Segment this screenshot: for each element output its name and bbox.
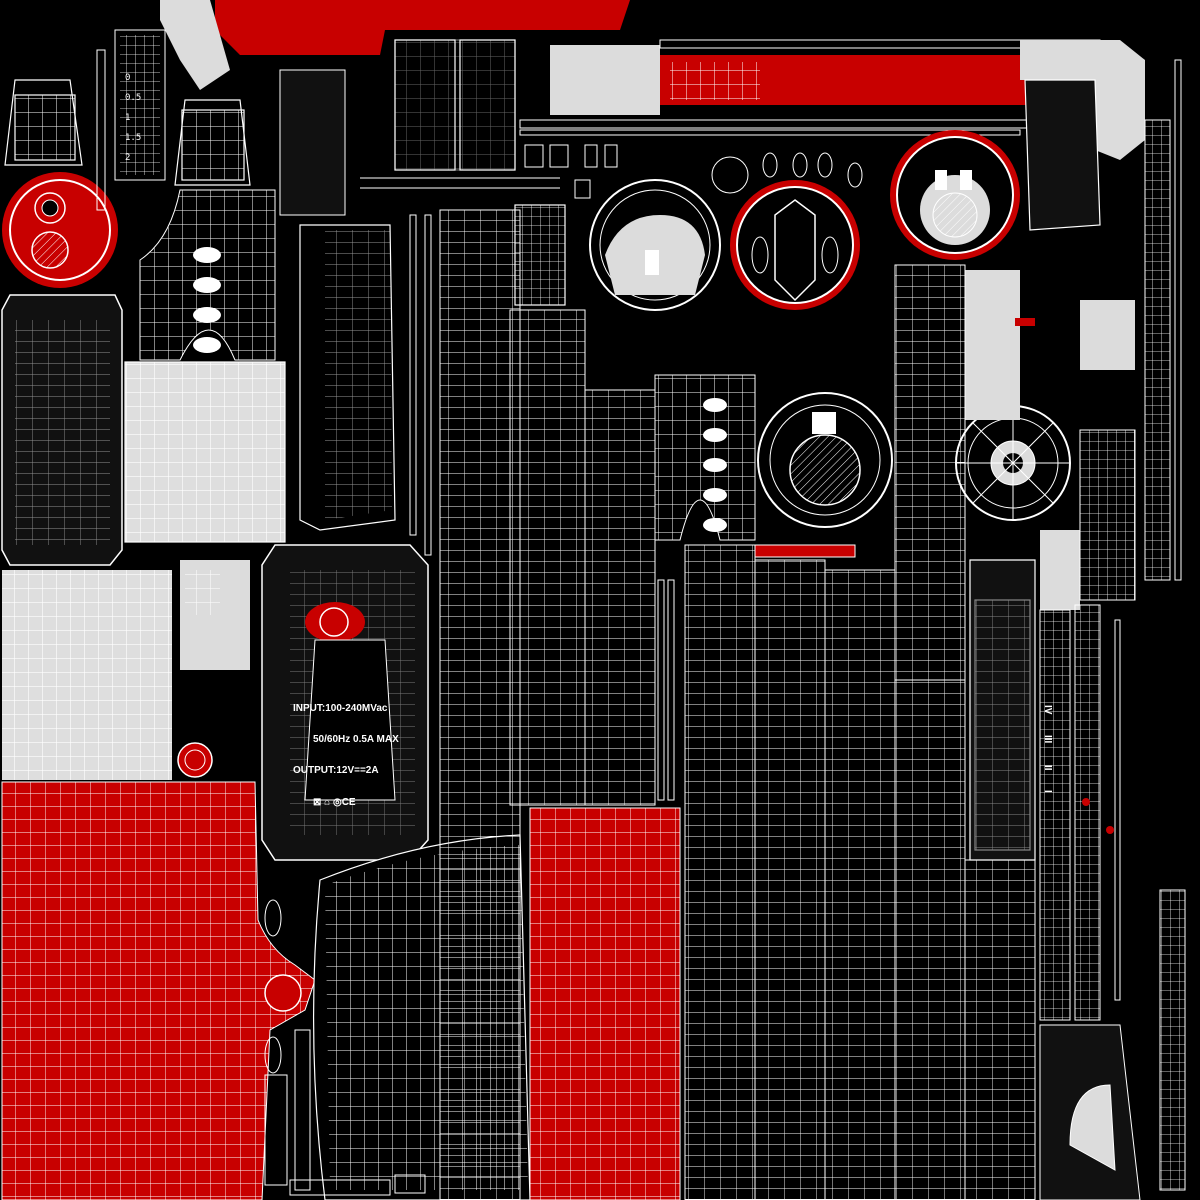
label-output-text: OUTPUT:12V==2A — [293, 765, 379, 776]
light-grid-block — [124, 361, 286, 543]
left-dark-panel — [1, 294, 123, 566]
dial-number: 0 — [125, 73, 130, 83]
label-frequency-text: 50/60Hz 0.5A MAX — [313, 734, 399, 745]
dial-scale-column: 0 0.5 1 1.5 2 — [114, 29, 166, 181]
roman-mark: III — [1042, 735, 1053, 744]
red-ring-top-right — [890, 130, 1020, 260]
gear-ring-center — [589, 179, 721, 311]
dial-number: 2 — [125, 153, 130, 163]
top-red-strips — [160, 0, 1120, 115]
funnel-mesh — [139, 189, 276, 361]
dial-number: 1 — [125, 113, 130, 123]
red-markers — [754, 318, 1114, 834]
tall-mesh-column — [439, 209, 656, 1200]
speaker-ring-middle — [757, 392, 893, 528]
bottom-right-curve — [1039, 1024, 1141, 1200]
roman-mark: IV — [1042, 705, 1053, 715]
dial-number: 1.5 — [125, 133, 141, 143]
label-input-text: INPUT:100-240MVac — [293, 703, 388, 714]
bottom-details — [264, 899, 426, 1196]
red-ring-crystal — [730, 180, 860, 310]
spoked-ring-right — [955, 405, 1071, 521]
top-left-towers — [4, 79, 251, 186]
small-red-circle — [177, 742, 213, 778]
curved-side-piece — [279, 69, 396, 531]
narrow-strips — [96, 49, 1182, 1001]
upper-mid-boxes — [394, 39, 566, 306]
right-dark-pieces — [969, 79, 1101, 861]
roman-marks: IV III II I — [1042, 705, 1090, 806]
small-icons-row — [524, 144, 863, 199]
label-cert-marks: ⊠ ⌂ ◎CE — [313, 797, 356, 808]
right-light-pieces — [965, 40, 1145, 610]
right-mesh-columns — [684, 119, 1186, 1200]
roman-mark: I — [1042, 790, 1053, 793]
hourglass-mesh — [654, 374, 756, 541]
label-panel: INPUT:100-240MVac 50/60Hz 0.5A MAX OUTPU… — [261, 544, 429, 861]
red-mesh-bottom-left — [1, 781, 316, 1200]
roman-mark: II — [1042, 765, 1053, 771]
dial-number: 0.5 — [125, 93, 141, 103]
red-block-center — [529, 807, 681, 1200]
red-ring-top-left — [2, 172, 118, 288]
left-light-block — [2, 560, 250, 780]
